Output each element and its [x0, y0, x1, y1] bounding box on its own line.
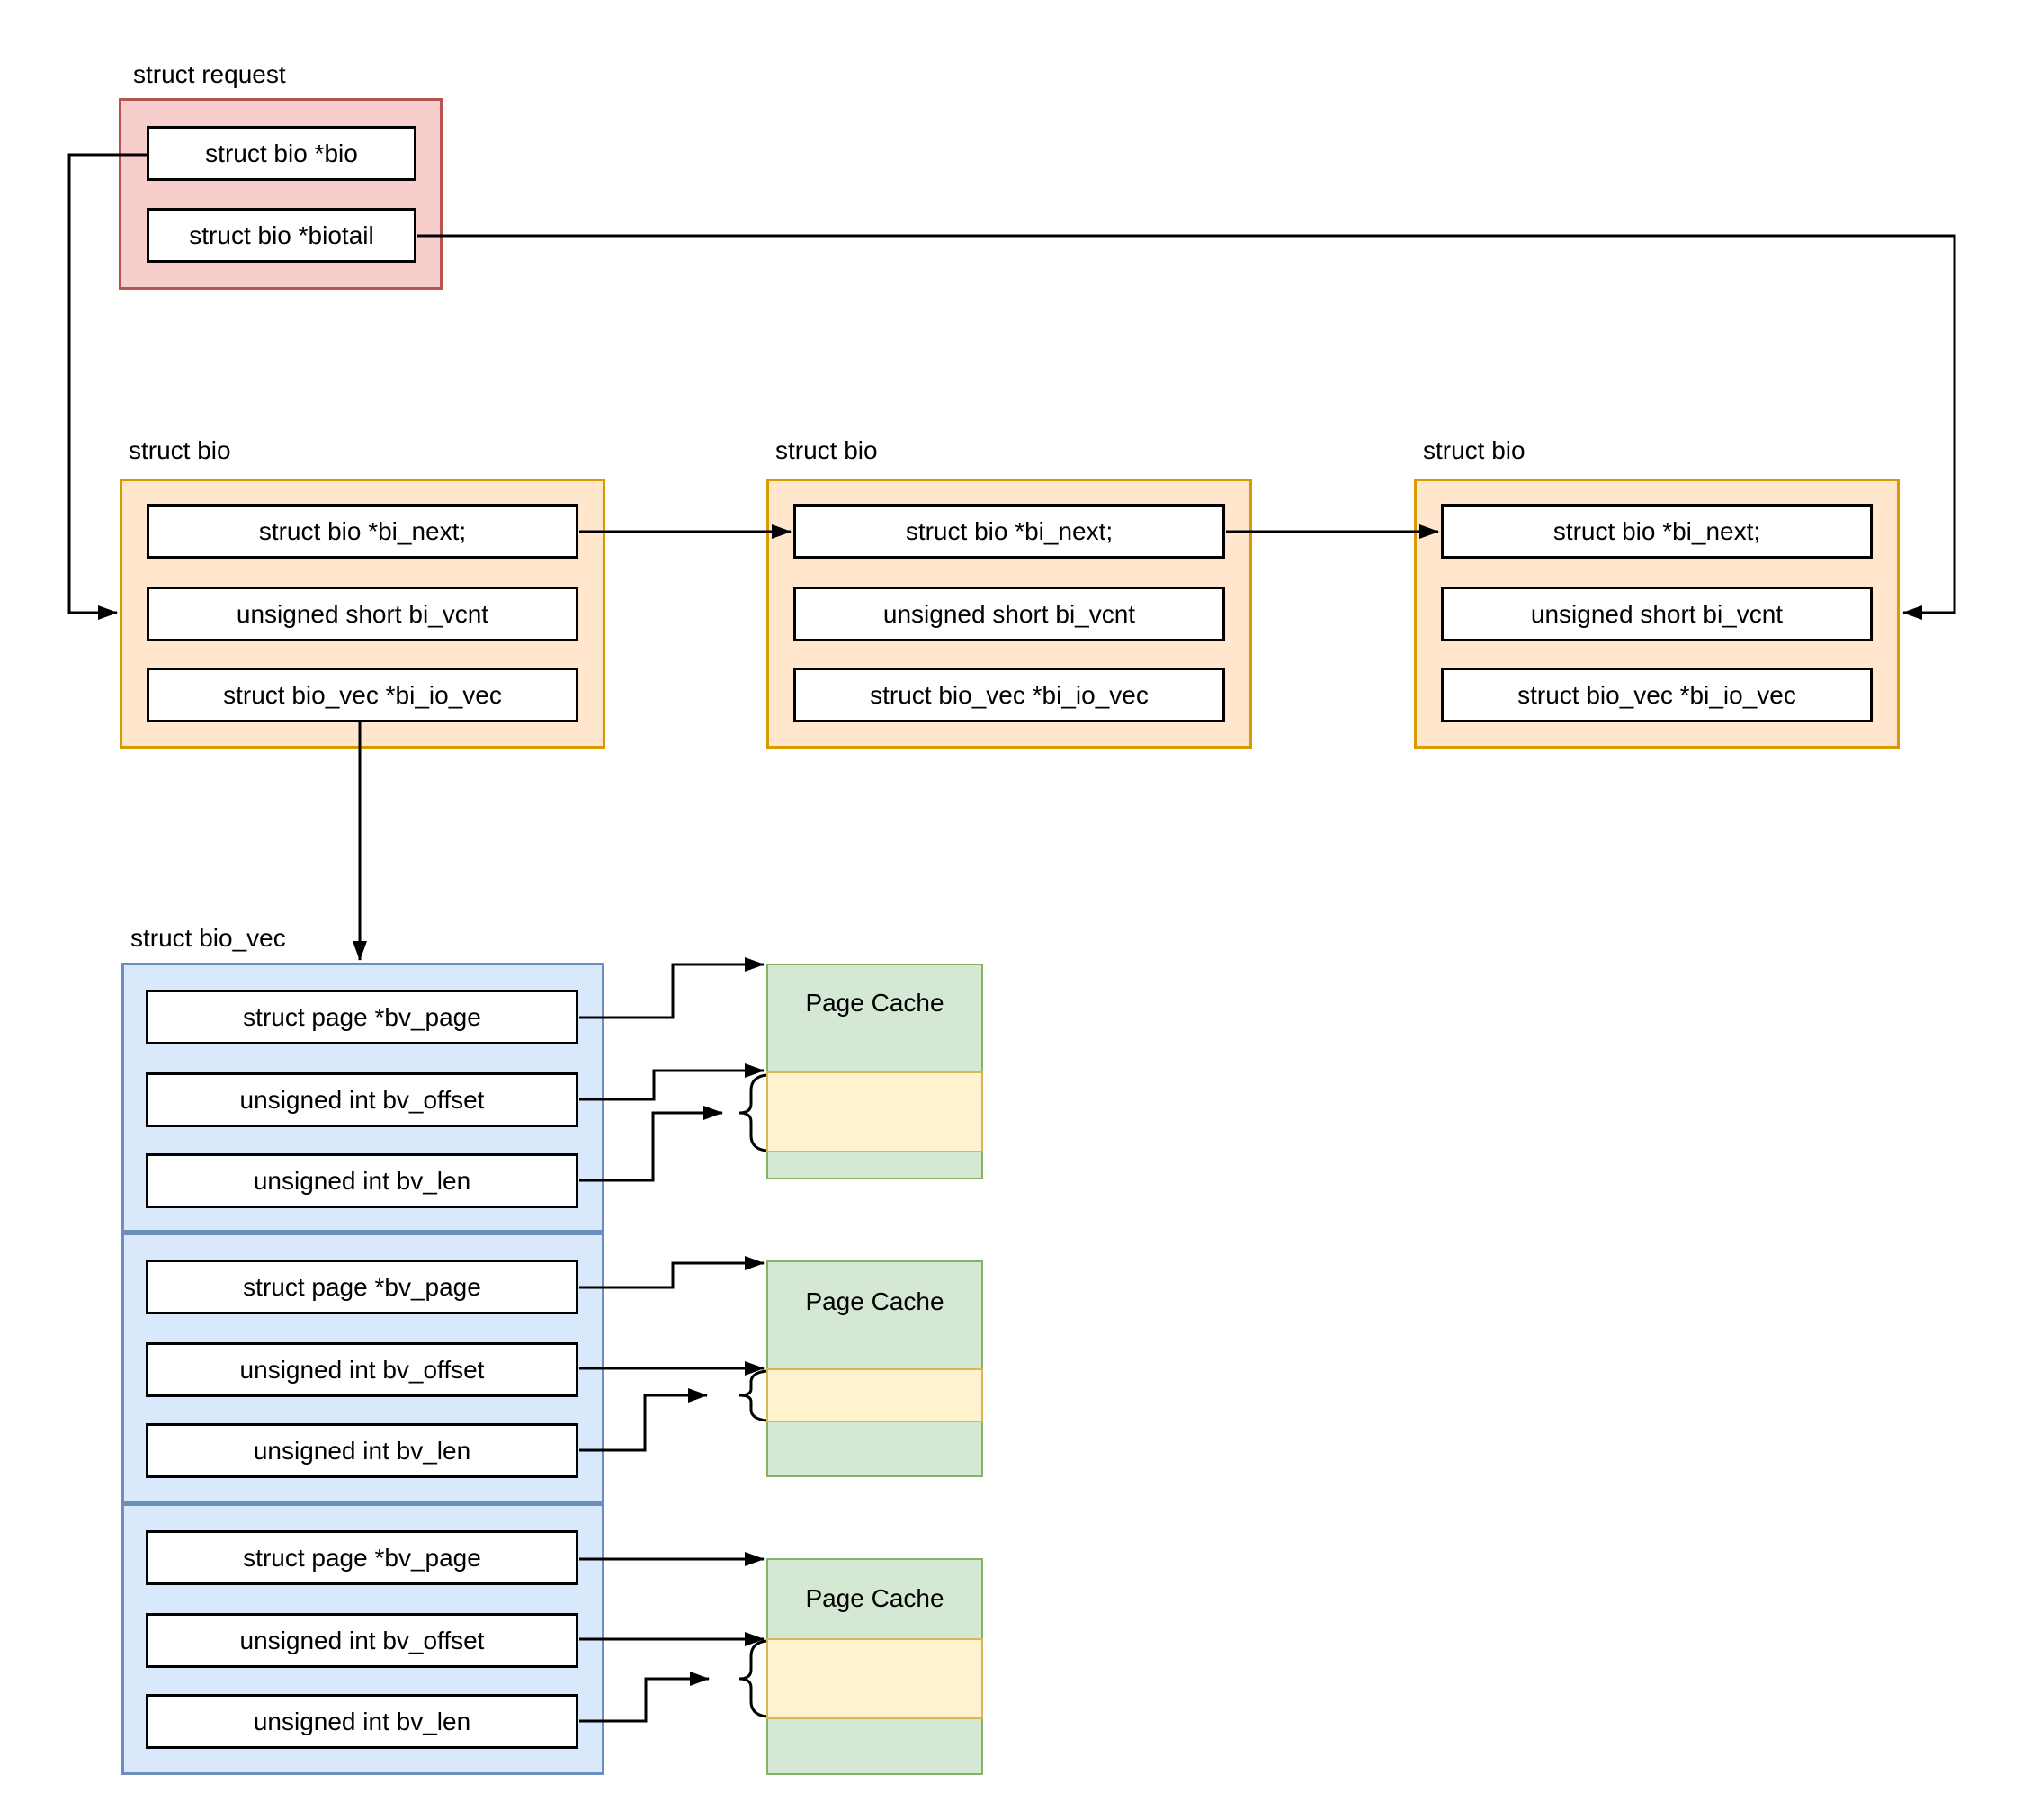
- bio2-field-bi-vcnt: unsigned short bi_vcnt: [793, 587, 1225, 641]
- bio-title-1: struct bio: [129, 436, 231, 464]
- vec3-field-bv-offset: unsigned int bv_offset: [146, 1613, 578, 1668]
- page-cache-offset-band-1: [766, 1071, 983, 1152]
- bio1-field-bi-vcnt: unsigned short bi_vcnt: [147, 587, 578, 641]
- page-cache-label-3: Page Cache: [805, 1584, 944, 1612]
- page-cache-offset-band-2: [766, 1368, 983, 1422]
- arrow-bvpage1-to-pagecache1: [579, 957, 765, 1019]
- bio-title-2: struct bio: [775, 436, 878, 464]
- vec1-field-bv-offset: unsigned int bv_offset: [146, 1072, 578, 1127]
- bio3-field-bi-vcnt: unsigned short bi_vcnt: [1441, 587, 1873, 641]
- page-cache-label-2: Page Cache: [805, 1287, 944, 1315]
- bio-title-3: struct bio: [1423, 436, 1525, 464]
- request-field-bio: struct bio *bio: [147, 126, 416, 181]
- bio1-field-bi-io-vec: struct bio_vec *bi_io_vec: [147, 668, 578, 722]
- brace-offset-len-1: [738, 1073, 767, 1152]
- brace-offset-len-2: [738, 1369, 767, 1422]
- vec3-field-bv-len: unsigned int bv_len: [146, 1694, 578, 1749]
- vec3-field-bv-page: struct page *bv_page: [146, 1530, 578, 1585]
- page-cache-label-1: Page Cache: [805, 989, 944, 1017]
- bio-vec-title: struct bio_vec: [130, 924, 286, 952]
- vec2-field-bv-len: unsigned int bv_len: [146, 1423, 578, 1478]
- bio2-field-bi-io-vec: struct bio_vec *bi_io_vec: [793, 668, 1225, 722]
- page-cache-offset-band-3: [766, 1638, 983, 1719]
- bio3-field-bi-io-vec: struct bio_vec *bi_io_vec: [1441, 668, 1873, 722]
- vec2-field-bv-page: struct page *bv_page: [146, 1260, 578, 1314]
- vec1-field-bv-page: struct page *bv_page: [146, 990, 578, 1044]
- arrow-bvoffset1-to-pagecache1: [579, 1063, 765, 1101]
- bio1-field-bi-next: struct bio *bi_next;: [147, 504, 578, 559]
- bio2-field-bi-next: struct bio *bi_next;: [793, 504, 1225, 559]
- request-title: struct request: [133, 60, 286, 88]
- arrow-bvpage2-to-pagecache2: [579, 1256, 765, 1289]
- brace-offset-len-3: [738, 1639, 767, 1718]
- vec1-field-bv-len: unsigned int bv_len: [146, 1153, 578, 1208]
- bio3-field-bi-next: struct bio *bi_next;: [1441, 504, 1873, 559]
- request-field-biotail: struct bio *biotail: [147, 208, 416, 263]
- vec2-field-bv-offset: unsigned int bv_offset: [146, 1342, 578, 1397]
